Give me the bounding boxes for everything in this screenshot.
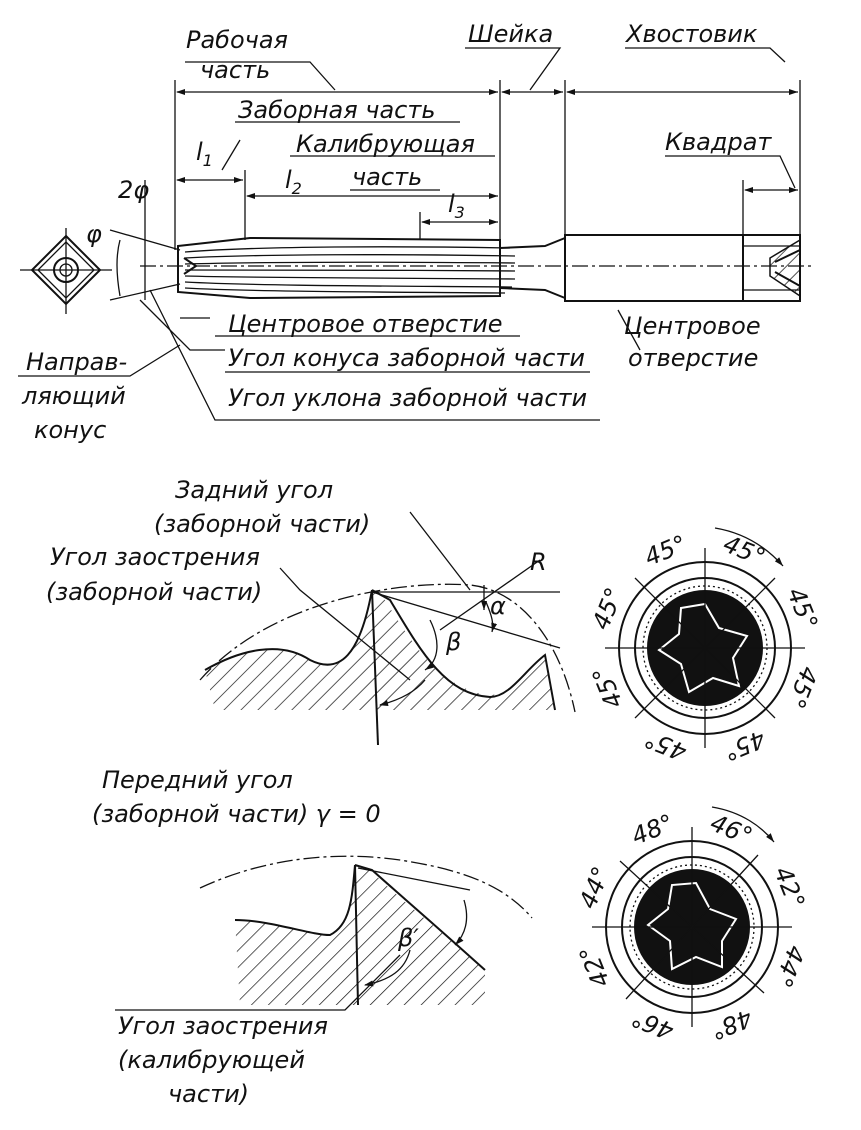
reamer-end-view bbox=[20, 228, 112, 314]
label-guide-cone: Направ- bbox=[26, 348, 127, 376]
label-calibrating-2: часть bbox=[352, 163, 422, 191]
label-wedge-angle-2: (заборной части) bbox=[46, 578, 262, 606]
label-l3: l3 bbox=[448, 190, 465, 222]
label-working-part: Рабочая bbox=[186, 26, 288, 54]
label-l1: l1 bbox=[196, 138, 213, 170]
label-radius: R bbox=[530, 548, 547, 576]
uneven-pitch-section: 48°46°42°44°44°42°46°48° bbox=[574, 806, 810, 1045]
label-wedge-angle-calibrating: Угол заострения bbox=[118, 1012, 328, 1040]
label-two-phi: 2φ bbox=[118, 176, 149, 204]
label-cone-angle: Угол конуса заборной части bbox=[228, 344, 585, 372]
label-phi: φ bbox=[86, 220, 102, 248]
label-square: Квадрат bbox=[665, 128, 772, 156]
tool-labels: Рабочая часть Шейка Хвостовик Квадрат За… bbox=[21, 20, 772, 444]
label-working-part-2: часть bbox=[200, 56, 270, 84]
label-intake-part: Заборная часть bbox=[238, 96, 435, 124]
intake-tooth-section: Задний угол (заборной части) Угол заостр… bbox=[46, 476, 576, 746]
label-guide-cone-3: конус bbox=[34, 416, 106, 444]
label-wedge-angle-calibrating-3: части) bbox=[168, 1080, 249, 1108]
label-shank: Хвостовик bbox=[624, 20, 758, 48]
label-l2: l2 bbox=[285, 166, 302, 198]
label-alpha: α bbox=[490, 592, 506, 620]
label-center-hole-back: Центровое bbox=[624, 312, 761, 340]
label-center-hole-front: Центровое отверстие bbox=[228, 310, 503, 338]
label-beta-prime: β′ bbox=[397, 924, 419, 952]
label-taper-angle: Угол уклона заборной части bbox=[228, 384, 587, 412]
label-guide-cone-2: ляющий bbox=[21, 382, 126, 410]
label-calibrating: Калибрующая bbox=[296, 130, 475, 158]
label-center-hole-back-2: отверстие bbox=[628, 344, 758, 372]
label-neck: Шейка bbox=[468, 20, 553, 48]
reamer-side-view bbox=[140, 234, 815, 302]
even-pitch-section: 45°45°45°45°45°45°45°45° bbox=[587, 527, 823, 766]
tool-dimension-lines bbox=[18, 47, 801, 421]
label-wedge-angle: Угол заострения bbox=[50, 543, 260, 571]
label-clearance-angle: Задний угол bbox=[175, 476, 333, 504]
label-rake-angle: Передний угол bbox=[102, 766, 293, 794]
flutes bbox=[184, 246, 516, 294]
label-clearance-angle-2: (заборной части) bbox=[154, 510, 370, 538]
label-rake-angle-2: (заборной части) γ = 0 bbox=[92, 800, 381, 828]
calibrating-tooth-section: Передний угол (заборной части) γ = 0 Уго… bbox=[92, 766, 533, 1108]
label-wedge-angle-calibrating-2: (калибрующей bbox=[118, 1046, 305, 1074]
label-beta: β bbox=[445, 628, 461, 656]
